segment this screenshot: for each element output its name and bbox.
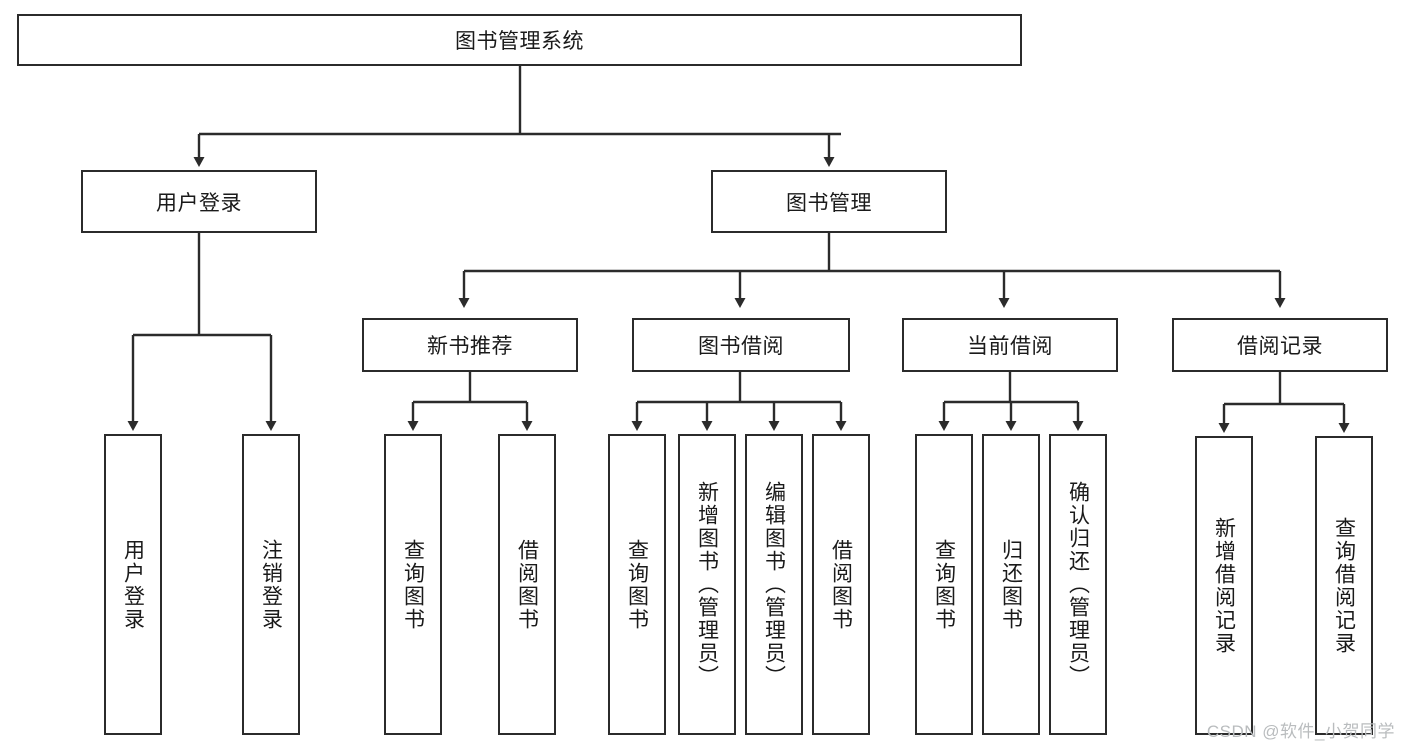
leaf-new-book-2[interactable]: 借阅图书 bbox=[498, 434, 556, 735]
node-current-borrow-label: 当前借阅 bbox=[967, 335, 1053, 358]
leaf-current-borrow-3-label: 确认归还（管理员） bbox=[1066, 481, 1090, 688]
node-user-login-label: 用户登录 bbox=[156, 191, 242, 215]
leaf-new-book-2-label: 借阅图书 bbox=[515, 538, 539, 631]
node-book-management[interactable]: 图书管理 bbox=[711, 170, 947, 233]
node-current-borrow[interactable]: 当前借阅 bbox=[902, 318, 1118, 372]
node-root[interactable]: 图书管理系统 bbox=[17, 14, 1022, 66]
leaf-book-borrow-3-label: 编辑图书（管理员） bbox=[762, 481, 786, 688]
leaf-book-borrow-1-label: 查询图书 bbox=[625, 538, 649, 631]
leaf-user-login-2[interactable]: 注销登录 bbox=[242, 434, 300, 735]
leaf-new-book-1-label: 查询图书 bbox=[401, 538, 425, 631]
node-new-book-recommend[interactable]: 新书推荐 bbox=[362, 318, 578, 372]
leaf-borrow-record-1-label: 新增借阅记录 bbox=[1212, 516, 1236, 655]
leaf-book-borrow-4[interactable]: 借阅图书 bbox=[812, 434, 870, 735]
leaf-new-book-1[interactable]: 查询图书 bbox=[384, 434, 442, 735]
leaf-book-borrow-1[interactable]: 查询图书 bbox=[608, 434, 666, 735]
leaf-borrow-record-1[interactable]: 新增借阅记录 bbox=[1195, 436, 1253, 735]
leaf-current-borrow-3[interactable]: 确认归还（管理员） bbox=[1049, 434, 1107, 735]
leaf-current-borrow-2-label: 归还图书 bbox=[999, 538, 1023, 631]
leaf-borrow-record-2[interactable]: 查询借阅记录 bbox=[1315, 436, 1373, 735]
leaf-user-login-2-label: 注销登录 bbox=[259, 538, 283, 631]
node-new-book-recommend-label: 新书推荐 bbox=[427, 335, 513, 358]
leaf-borrow-record-2-label: 查询借阅记录 bbox=[1332, 516, 1356, 655]
leaf-book-borrow-2[interactable]: 新增图书（管理员） bbox=[678, 434, 736, 735]
leaf-current-borrow-2[interactable]: 归还图书 bbox=[982, 434, 1040, 735]
leaf-book-borrow-2-label: 新增图书（管理员） bbox=[695, 481, 719, 688]
watermark-text: CSDN @软件_小贺同学 bbox=[1206, 722, 1395, 741]
node-user-login[interactable]: 用户登录 bbox=[81, 170, 317, 233]
node-borrow-record[interactable]: 借阅记录 bbox=[1172, 318, 1388, 372]
node-borrow-record-label: 借阅记录 bbox=[1237, 335, 1323, 358]
leaf-current-borrow-1-label: 查询图书 bbox=[932, 538, 956, 631]
leaf-user-login-1-label: 用户登录 bbox=[121, 538, 145, 631]
leaf-book-borrow-3[interactable]: 编辑图书（管理员） bbox=[745, 434, 803, 735]
node-book-borrow[interactable]: 图书借阅 bbox=[632, 318, 850, 372]
leaf-book-borrow-4-label: 借阅图书 bbox=[829, 538, 853, 631]
node-root-label: 图书管理系统 bbox=[455, 30, 584, 53]
leaf-user-login-1[interactable]: 用户登录 bbox=[104, 434, 162, 735]
leaf-current-borrow-1[interactable]: 查询图书 bbox=[915, 434, 973, 735]
node-book-borrow-label: 图书借阅 bbox=[698, 335, 784, 358]
node-book-management-label: 图书管理 bbox=[786, 191, 872, 215]
